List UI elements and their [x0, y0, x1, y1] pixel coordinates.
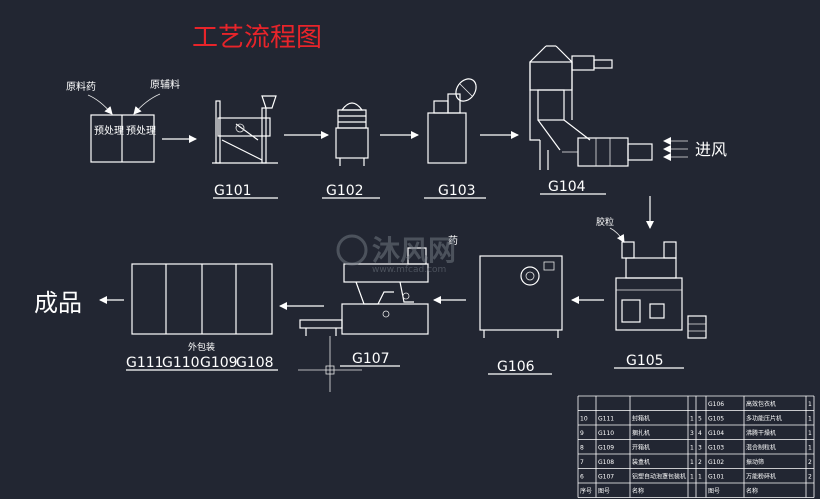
table-cell: 多功能压片机	[746, 415, 782, 423]
g106-coater	[479, 255, 563, 338]
pretreatment-box: 预处理 预处理	[90, 114, 156, 163]
table-cell: G110	[598, 430, 614, 437]
table-cell: 1	[698, 474, 702, 481]
table-cell: 7	[580, 459, 584, 466]
table-cell: 4	[698, 430, 702, 437]
table-cell: 1	[690, 416, 694, 423]
table-cell: G111	[598, 416, 614, 423]
table-cell: 1	[808, 445, 812, 452]
table-cell: G102	[708, 459, 724, 466]
diagram-title: 工艺流程图	[192, 23, 322, 53]
table-cell: 6	[580, 474, 584, 481]
table-cell: G104	[708, 430, 724, 437]
table-cell: G107	[598, 474, 614, 481]
table-cell: 序号	[580, 487, 592, 495]
table-cell: G108	[598, 459, 614, 466]
g109-label: G109	[200, 355, 238, 371]
pretreat-left-label: 预处理	[94, 125, 124, 137]
g103-mixer	[427, 78, 477, 164]
table-cell: 万能粉碎机	[746, 473, 776, 481]
outer-pack-line	[131, 263, 273, 335]
g104-label: G104	[548, 179, 586, 195]
table-cell: 2	[808, 474, 812, 481]
table-cell: G103	[708, 445, 724, 452]
table-cell: 1	[690, 459, 694, 466]
raw-a-arrow	[87, 94, 113, 115]
g103-label: G103	[438, 183, 476, 199]
g101-label: G101	[214, 183, 252, 199]
outer-pack-label: 外包装	[188, 341, 215, 353]
table-cell: 装盒机	[632, 458, 650, 466]
table-cell: 10	[580, 416, 588, 423]
g105-tablet-press	[615, 241, 707, 339]
g110-label: G110	[162, 355, 200, 371]
raw-material-b-label: 原辅料	[150, 78, 180, 91]
product-label: 成品	[34, 289, 82, 317]
table-cell: G106	[708, 401, 724, 408]
table-cell: G109	[598, 445, 614, 452]
table-cell: 2	[808, 459, 812, 466]
table-cell: 1	[690, 445, 694, 452]
g108-label: G108	[236, 355, 274, 371]
air-inlet-label: 进风	[695, 140, 727, 159]
table-cell: 捆扎机	[632, 429, 650, 437]
table-cell: 9	[580, 430, 584, 437]
g101-crusher	[212, 95, 278, 164]
g107-blister-packer	[298, 247, 429, 392]
table-cell: 3	[690, 430, 694, 437]
table-cell: 开箱机	[632, 444, 650, 452]
table-cell: 1	[690, 474, 694, 481]
table-cell: G105	[708, 416, 724, 423]
raw-b-arrow	[133, 93, 161, 115]
watermark-main: 沐风网	[372, 234, 456, 267]
g111-label: G111	[126, 355, 164, 371]
g105-note-arrow	[609, 227, 625, 243]
g106-label: G106	[497, 359, 535, 375]
table-cell: 沸腾干燥机	[746, 429, 776, 437]
table-cell: 8	[580, 445, 584, 452]
table-cell: G101	[708, 474, 724, 481]
g102-label: G102	[326, 183, 364, 199]
pretreat-right-label: 预处理	[126, 125, 156, 137]
g105-note: 胶粒	[596, 216, 614, 228]
table-cell: 名称	[746, 487, 758, 495]
table-cell: 2	[698, 459, 702, 466]
watermark: 沐风网 www.mfcad.com	[336, 234, 456, 275]
table-cell: 图号	[708, 488, 720, 495]
table-cell: 铝塑自动泡罩包装机	[632, 473, 686, 481]
table-cell: 振动筛	[746, 458, 764, 466]
table-cell: 封箱机	[632, 415, 650, 423]
g107-label: G107	[352, 351, 390, 367]
g102-sieve	[335, 102, 369, 166]
g105-label: G105	[626, 353, 664, 369]
raw-material-a-label: 原料药	[66, 80, 96, 93]
table-cell: 混合制粒机	[746, 444, 776, 452]
table-cell: 1	[808, 401, 812, 408]
watermark-url: www.mfcad.com	[372, 265, 446, 275]
table-cell: 1	[808, 430, 812, 437]
g107-note: 药	[448, 235, 458, 247]
table-cell: 5	[698, 416, 702, 423]
air-inlet-arrows	[663, 137, 688, 161]
g104-dryer	[529, 45, 653, 170]
table-cell: 1	[808, 416, 812, 423]
table-cell: 3	[698, 445, 702, 452]
table-cell: 图号	[598, 488, 610, 495]
table-cell: 名称	[632, 487, 644, 495]
table-cell: 高效包衣机	[746, 400, 776, 408]
